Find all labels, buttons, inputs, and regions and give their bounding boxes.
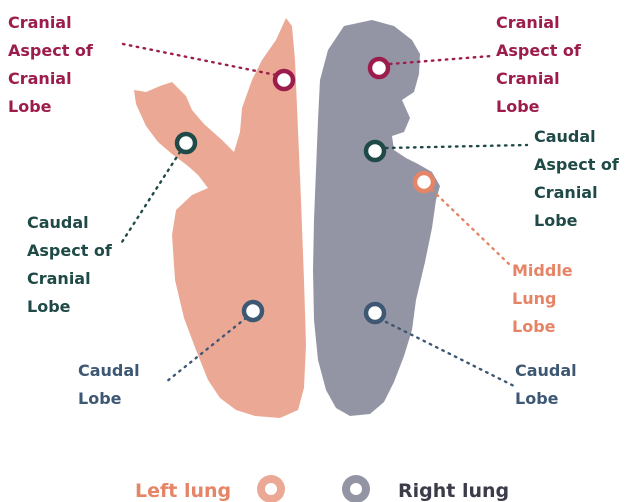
marker-right-caudal-lobe: [366, 304, 384, 322]
marker-middle-lobe: [415, 173, 433, 191]
marker-left-caudal-aspect: [177, 134, 195, 152]
leader-line-right-caudal-aspect: [386, 145, 527, 148]
legend-right-lung-swatch-hole: [350, 483, 362, 495]
marker-right-cranial-aspect: [370, 59, 388, 77]
legend-right-lung-label: Right lung: [398, 480, 509, 502]
legend-left-lung-label: Left lung: [135, 480, 231, 502]
label-left-caudal-lobe: Caudal Lobe: [78, 361, 145, 408]
right-lung-shape: [313, 20, 440, 416]
label-left-cranial-aspect: Cranial Aspect of Cranial Lobe: [8, 13, 98, 116]
leader-line-middle-lobe: [432, 190, 510, 265]
leader-line-left-caudal-aspect: [122, 152, 180, 242]
marker-left-cranial-aspect: [275, 71, 293, 89]
leader-line-right-caudal: [386, 322, 514, 386]
legend-left-lung-swatch-hole: [265, 483, 277, 495]
marker-left-caudal-lobe: [244, 302, 262, 320]
leader-line-left-cranial: [123, 44, 276, 75]
label-right-cranial-aspect: Cranial Aspect of Cranial Lobe: [496, 13, 586, 116]
legend: Left lung Right lung: [135, 475, 509, 502]
label-left-caudal-aspect: Caudal Aspect of Cranial Lobe: [27, 213, 117, 316]
label-middle-lung-lobe: Middle Lung Lobe: [512, 261, 578, 336]
label-right-caudal-lobe: Caudal Lobe: [515, 361, 582, 408]
marker-right-caudal-aspect: [366, 142, 384, 160]
label-right-caudal-aspect: Caudal Aspect of Cranial Lobe: [534, 127, 624, 230]
